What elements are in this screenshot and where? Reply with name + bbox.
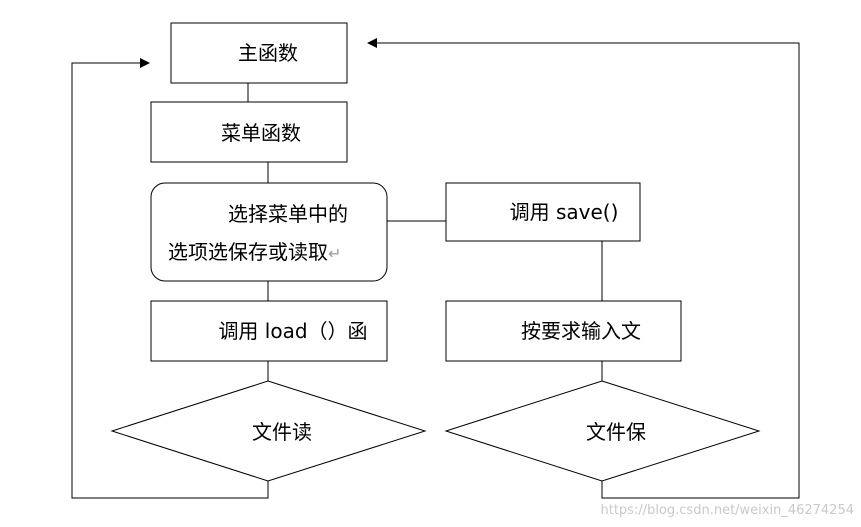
choose-option-box xyxy=(150,182,388,282)
call-load-label: 调用 load（）函 xyxy=(218,319,367,343)
main-function-box xyxy=(170,22,348,84)
call-save-label: 调用 save() xyxy=(510,200,619,224)
menu-function-label: 菜单函数 xyxy=(221,121,301,145)
watermark-url: https://blog.csdn.net/weixin_46274254 xyxy=(600,503,854,518)
file-read-label: 文件读 xyxy=(252,420,312,444)
file-save-label: 文件保 xyxy=(586,420,646,444)
choose-option-label-line1: 选择菜单中的 xyxy=(228,202,348,226)
call-load-box xyxy=(150,300,388,362)
choose-option-label-line2-text: 选项选保存或读取 xyxy=(168,240,328,264)
input-per-request-box xyxy=(445,300,682,362)
main-function-label: 主函数 xyxy=(238,41,298,65)
return-mark-glyph: ↵ xyxy=(328,244,341,263)
call-save-box xyxy=(445,182,641,242)
loop-back-right-arrow xyxy=(367,38,800,499)
file-read-diamond xyxy=(110,380,427,482)
file-save-diamond xyxy=(444,380,761,482)
input-per-request-label: 按要求输入文 xyxy=(521,319,641,343)
loop-back-left-arrow xyxy=(71,58,269,499)
choose-option-label-line2: 选项选保存或读取↵ xyxy=(168,240,341,264)
menu-function-box xyxy=(150,101,348,163)
